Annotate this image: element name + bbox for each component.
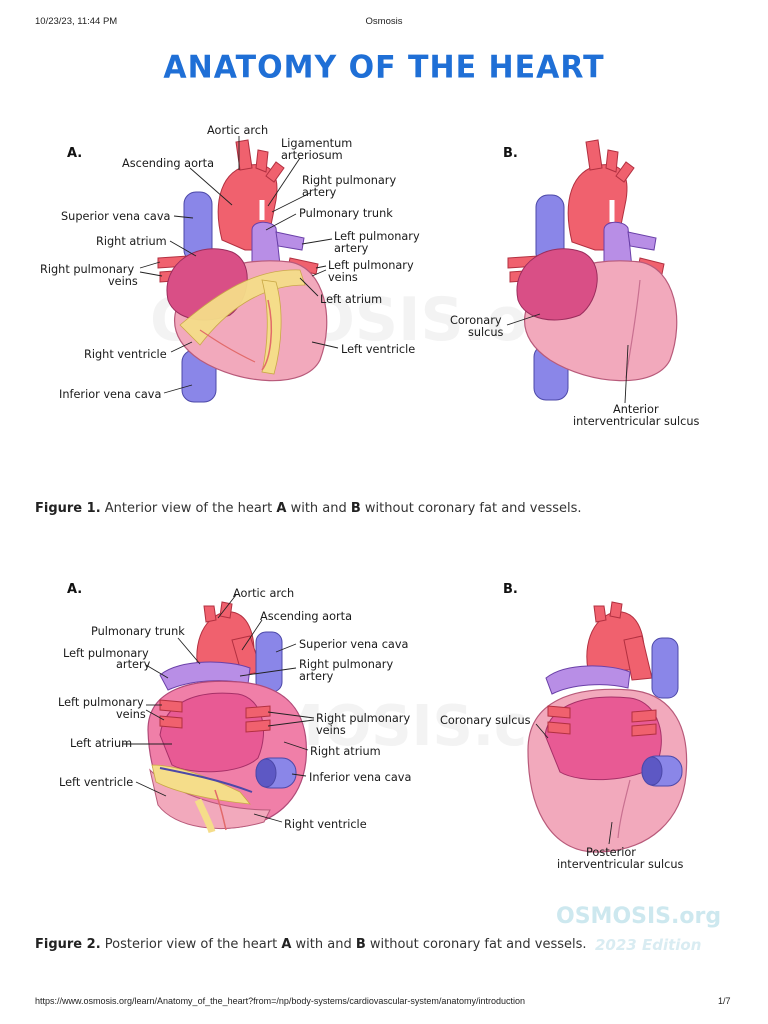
figure2-caption-a: A — [281, 937, 291, 952]
label-right-pulm-veins-1a-line2: veins — [108, 275, 138, 288]
figure2-caption-text2: with and — [291, 937, 355, 952]
label-pulmonary-trunk-1a: Pulmonary trunk — [299, 207, 393, 220]
label-left-ventricle-1a: Left ventricle — [341, 343, 415, 356]
label-pulmonary-trunk-2a: Pulmonary trunk — [91, 625, 185, 638]
footer-page-number: 1/7 — [718, 996, 731, 1006]
label-ascending-aorta-2a: Ascending aorta — [260, 610, 352, 623]
label-posterior-sulcus-2b-line2: interventricular sulcus — [557, 858, 684, 871]
label-aortic-arch-1a: Aortic arch — [207, 124, 268, 137]
figure1-caption-a: A — [276, 501, 286, 516]
figure2-caption-b: B — [356, 937, 366, 952]
figure2-heart-b — [528, 602, 687, 852]
figure1-heart-b — [508, 140, 677, 400]
label-right-ventricle-1a: Right ventricle — [84, 348, 167, 361]
label-coronary-sulcus-1b-line2: sulcus — [468, 326, 504, 339]
label-superior-vena-cava-1a: Superior vena cava — [61, 210, 170, 223]
label-left-pulm-veins-1a-line2: veins — [328, 271, 358, 284]
figure1-caption: Figure 1. Anterior view of the heart A w… — [35, 501, 582, 516]
label-inferior-vena-cava-2a: Inferior vena cava — [309, 771, 411, 784]
osmosis-watermark-edition: 2023 Edition — [595, 936, 701, 954]
figure2-diagram: OSMOSIS.c — [0, 560, 768, 930]
label-anterior-sulcus-1b-line2: interventricular sulcus — [573, 415, 700, 428]
figure1-diagram: OSMOSIS.o — [0, 0, 768, 470]
osmosis-watermark-brand: OSMOSIS.org — [556, 904, 721, 929]
label-ligamentum-1a-line2: arteriosum — [281, 149, 343, 162]
label-right-ventricle-2a: Right ventricle — [284, 818, 367, 831]
label-left-ventricle-2a: Left ventricle — [59, 776, 133, 789]
figure1-caption-text1: Anterior view of the heart — [101, 501, 277, 516]
label-right-pulm-artery-2a-line2: artery — [299, 670, 334, 683]
label-aortic-arch-2a: Aortic arch — [233, 587, 294, 600]
figure2-caption-text3: without coronary fat and vessels. — [366, 937, 587, 952]
label-right-pulm-veins-2a-line2: veins — [316, 724, 346, 737]
footer-url: https://www.osmosis.org/learn/Anatomy_of… — [35, 996, 525, 1006]
figure2-caption-label: Figure 2. — [35, 937, 101, 952]
label-left-pulm-artery-2a-line2: artery — [116, 658, 151, 671]
label-right-pulm-artery-1a-line2: artery — [302, 186, 337, 199]
label-left-pulm-veins-2a-line2: veins — [116, 708, 146, 721]
label-left-atrium-2a: Left atrium — [70, 737, 132, 750]
label-right-atrium-1a: Right atrium — [96, 235, 167, 248]
label-left-atrium-1a: Left atrium — [320, 293, 382, 306]
label-inferior-vena-cava-1a: Inferior vena cava — [59, 388, 161, 401]
label-ascending-aorta-1a: Ascending aorta — [122, 157, 214, 170]
label-superior-vena-cava-2a: Superior vena cava — [299, 638, 408, 651]
label-left-pulm-artery-1a-line2: artery — [334, 242, 369, 255]
figure1-caption-text2: with and — [286, 501, 350, 516]
label-coronary-sulcus-2b: Coronary sulcus — [440, 714, 531, 727]
label-right-atrium-2a: Right atrium — [310, 745, 381, 758]
figure2-caption-text1: Posterior view of the heart — [101, 937, 282, 952]
figure1-caption-b: B — [351, 501, 361, 516]
figure1-caption-label: Figure 1. — [35, 501, 101, 516]
figure1-caption-text3: without coronary fat and vessels. — [361, 501, 582, 516]
figure2-caption: Figure 2. Posterior view of the heart A … — [35, 937, 587, 952]
